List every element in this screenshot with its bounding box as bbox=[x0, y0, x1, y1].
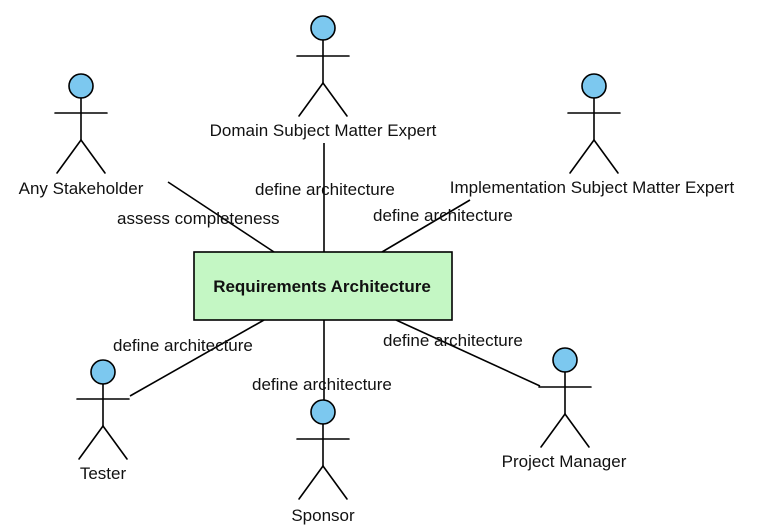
association-label-tester: define architecture bbox=[113, 336, 253, 355]
actor-name: Sponsor bbox=[291, 506, 355, 525]
use-case-box bbox=[193, 251, 453, 321]
actor-project-manager[interactable]: Project Manager bbox=[502, 347, 627, 471]
actor-sponsor[interactable]: Sponsor bbox=[291, 399, 355, 525]
actor-name: Domain Subject Matter Expert bbox=[210, 121, 437, 140]
association-label-sponsor: define architecture bbox=[252, 375, 392, 394]
actor-implementation-sme[interactable]: Implementation Subject Matter Expert bbox=[450, 73, 735, 197]
actor-name: Any Stakeholder bbox=[19, 179, 144, 198]
actor-any-stakeholder[interactable]: Any Stakeholder bbox=[19, 73, 144, 198]
actor-name: Implementation Subject Matter Expert bbox=[450, 178, 735, 197]
stick-figure-icon bbox=[76, 359, 130, 460]
stick-figure-icon bbox=[296, 15, 350, 117]
stick-figure-icon bbox=[567, 73, 621, 174]
association-label-domain-sme: define architecture bbox=[255, 180, 395, 199]
actor-name: Tester bbox=[80, 464, 127, 483]
actor-tester[interactable]: Tester bbox=[76, 359, 130, 483]
association-line-any-stakeholder bbox=[167, 181, 275, 253]
stick-figure-icon bbox=[538, 347, 592, 448]
use-case-requirements-architecture[interactable]: Requirements Architecture bbox=[193, 251, 453, 321]
association-label-implementation-sme: define architecture bbox=[373, 206, 513, 225]
stick-figure-icon bbox=[296, 399, 350, 500]
stick-figure-icon bbox=[54, 73, 108, 174]
association-labels: assess completeness define architecture … bbox=[113, 180, 523, 394]
association-line-tester bbox=[129, 319, 265, 397]
actor-name: Project Manager bbox=[502, 452, 627, 471]
actor-domain-sme[interactable]: Domain Subject Matter Expert bbox=[210, 15, 437, 140]
association-line-implementation-sme bbox=[381, 199, 471, 253]
association-label-project-manager: define architecture bbox=[383, 331, 523, 350]
use-case-label: Requirements Architecture bbox=[213, 277, 431, 296]
association-line-project-manager bbox=[395, 319, 541, 387]
association-lines bbox=[129, 143, 541, 402]
association-label-any-stakeholder: assess completeness bbox=[117, 209, 280, 228]
